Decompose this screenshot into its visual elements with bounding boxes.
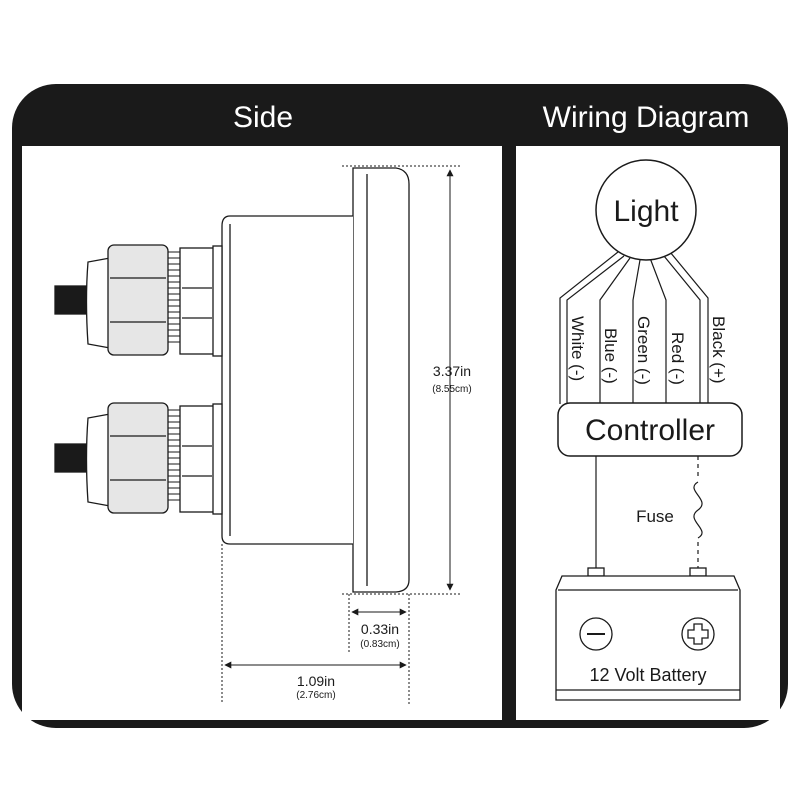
- height-label-metric: (8.55cm): [432, 384, 471, 395]
- terminal-stud-lower: [54, 402, 223, 515]
- battery: [555, 567, 741, 701]
- battery-terminal-pos: [689, 567, 707, 577]
- gauge-side-view: [54, 167, 410, 593]
- wire-label-blue: Blue (-): [601, 328, 620, 384]
- thread: [168, 409, 180, 501]
- wiring-title: Wiring Diagram: [543, 101, 750, 134]
- wire-bundle: [566, 255, 701, 404]
- washer: [212, 403, 223, 515]
- depth-label: 1.09in: [297, 673, 335, 689]
- thread: [168, 251, 180, 343]
- fuse-label: Fuse: [636, 507, 674, 526]
- wiring-diagram: [559, 251, 709, 568]
- light-node: [595, 159, 697, 261]
- terminal-stud-upper: [54, 244, 223, 357]
- lock-nut: [179, 247, 215, 355]
- terminal-nut: [107, 244, 169, 356]
- wire-label-white: White (-): [568, 316, 587, 381]
- battery-terminal-neg: [587, 567, 605, 577]
- battery-label: 12 Volt Battery: [589, 665, 706, 685]
- wire-end: [54, 285, 92, 315]
- wire-label-black: Black (+): [709, 316, 728, 384]
- controller-box: [557, 402, 743, 457]
- washer: [212, 245, 223, 357]
- gauge-body: [221, 215, 353, 545]
- terminal-boot: [85, 413, 111, 507]
- height-label: 3.37in: [433, 363, 471, 379]
- wire-label-green: Green (-): [634, 316, 653, 385]
- controller-label: Controller: [585, 414, 715, 447]
- side-title: Side: [233, 101, 293, 134]
- depth-label-metric: (2.76cm): [296, 690, 335, 701]
- light-label: Light: [613, 195, 679, 228]
- wire-label-red: Red (-): [668, 332, 687, 385]
- dimension-lines: [221, 165, 462, 704]
- gauge-bezel: [352, 167, 410, 593]
- wire-bundle-outline: [559, 251, 709, 404]
- bezel-label: 0.33in: [361, 621, 399, 637]
- fuse-icon: [693, 481, 703, 539]
- terminal-nut: [107, 402, 169, 514]
- lock-nut: [179, 405, 215, 513]
- battery-case: [555, 575, 741, 701]
- bezel-label-metric: (0.83cm): [360, 639, 399, 650]
- wire-end: [54, 443, 92, 473]
- terminal-boot: [85, 257, 111, 349]
